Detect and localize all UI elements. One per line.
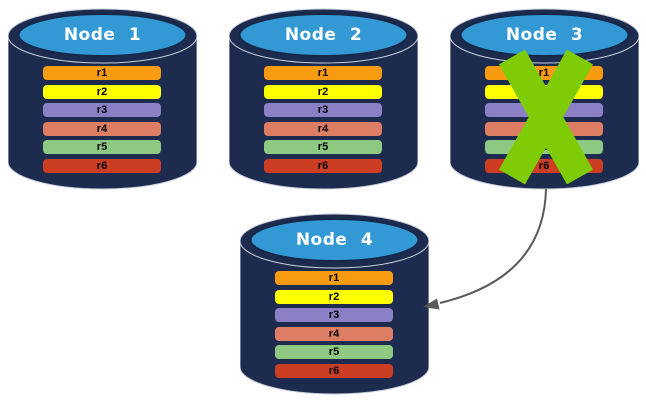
failure-x-icon: [498, 50, 594, 184]
partition-row-r2: r2: [264, 84, 382, 99]
node-1: Node 1 r1 r2 r3 r4 r5 r6: [8, 8, 197, 190]
node-4: Node 4 r1 r2 r3 r4 r5 r6: [240, 213, 429, 395]
partition-row-r6: r6: [264, 158, 382, 173]
partition-row-r3: r3: [264, 103, 382, 117]
partition-row-r2: r2: [275, 289, 393, 304]
node-title: Node 4: [295, 230, 374, 250]
partition-list: r1 r2 r3 r4 r5 r6: [264, 66, 382, 177]
partition-list: r1 r2 r3 r4 r5 r6: [275, 271, 393, 382]
partition-row-r1: r1: [275, 271, 393, 285]
partition-row-r4: r4: [264, 121, 382, 136]
node-2: Node 2 r1 r2 r3 r4 r5 r6: [229, 8, 418, 190]
node-title: Node 3: [505, 25, 584, 45]
partition-row-r4: r4: [43, 121, 161, 136]
partition-row-r5: r5: [275, 345, 393, 359]
node-title: Node 1: [63, 25, 142, 45]
partition-row-r5: r5: [43, 140, 161, 154]
partition-list: r1 r2 r3 r4 r5 r6: [43, 66, 161, 177]
node-title: Node 2: [284, 25, 363, 45]
partition-row-r1: r1: [43, 66, 161, 80]
partition-row-r1: r1: [264, 66, 382, 80]
partition-row-r2: r2: [43, 84, 161, 99]
partition-row-r3: r3: [43, 103, 161, 117]
partition-row-r4: r4: [275, 326, 393, 341]
node-3: Node 3 r1 r2 r3 r4 r5 r6: [450, 8, 639, 190]
partition-row-r6: r6: [275, 363, 393, 378]
partition-row-r5: r5: [264, 140, 382, 154]
partition-row-r3: r3: [275, 308, 393, 322]
partition-row-r6: r6: [43, 158, 161, 173]
